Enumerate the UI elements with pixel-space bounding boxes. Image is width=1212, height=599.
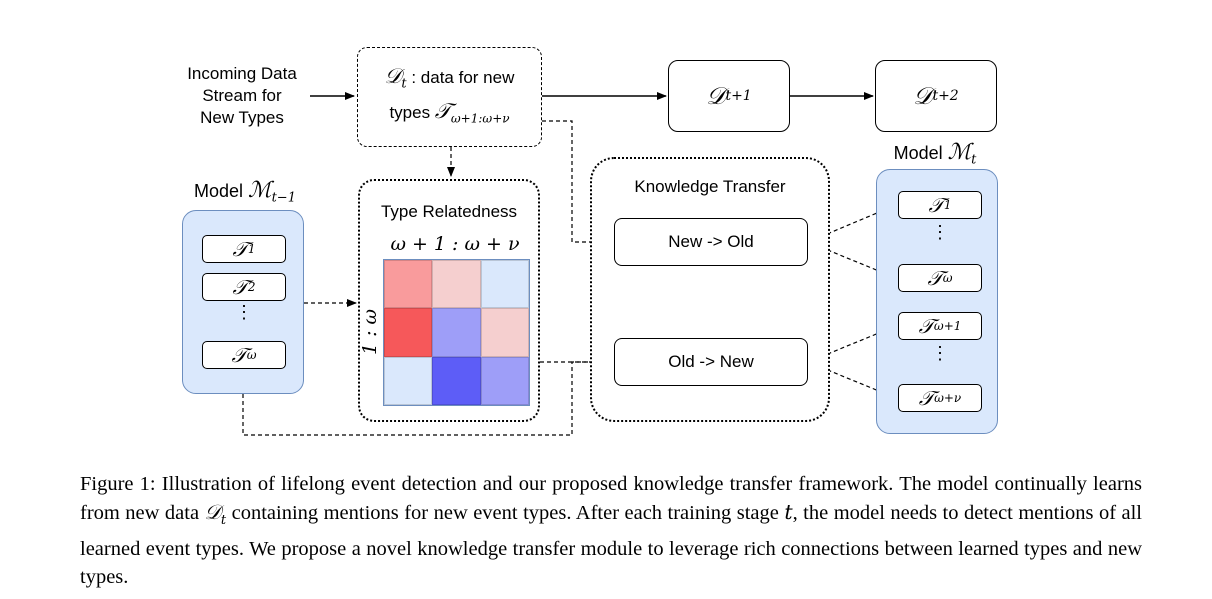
- incoming-data-label: Incoming Data Stream for New Types: [172, 63, 312, 129]
- incoming-line-3: New Types: [200, 108, 284, 127]
- matrix-cell: [384, 308, 433, 357]
- new-to-old-label: New -> Old: [668, 232, 754, 251]
- type-symbol: 𝒯: [232, 275, 248, 299]
- caption-part-3: , the model needs to detect mentions of …: [80, 502, 1142, 589]
- dt-types-symbol: 𝒯: [434, 98, 451, 123]
- incoming-line-1: Incoming Data: [187, 64, 297, 83]
- new-to-old-box: New -> Old: [614, 218, 808, 266]
- model-prev-sub: t−1: [271, 190, 296, 206]
- incoming-line-2: Stream for: [202, 86, 282, 105]
- model-prev-text: Model: [194, 181, 249, 201]
- caption-math-2: t: [784, 500, 793, 524]
- type-relatedness-title: Type Relatedness: [380, 202, 518, 221]
- matrix-cell: [480, 260, 529, 309]
- caption-part-2: containing mentions for new event types.…: [226, 502, 785, 524]
- dt1-symbol: 𝒟: [706, 82, 726, 110]
- matrix-cell: [480, 356, 529, 405]
- model-prev-symbol: ℳ: [248, 178, 272, 203]
- model-cur-label: Model ℳt: [870, 142, 1000, 172]
- type-sub: ω: [942, 271, 953, 285]
- matrix-cell: [384, 356, 433, 405]
- dt-symbol: 𝒟: [384, 64, 402, 89]
- dt1-sub: t+1: [725, 88, 752, 104]
- matrix-col-label: ω + 1 : ω + ν: [390, 233, 520, 255]
- matrix-cell: [432, 308, 481, 357]
- type-sub: ω: [246, 348, 257, 362]
- matrix-row-label: 1 : ω: [359, 308, 381, 356]
- type-sub: ω+ν: [934, 391, 962, 405]
- model-prev-dots: ⋮: [235, 302, 253, 322]
- knowledge-transfer-title: Knowledge Transfer: [634, 177, 786, 196]
- type-symbol: 𝒯: [928, 193, 944, 217]
- model-cur-dots-1: ⋮: [931, 222, 949, 242]
- dt-text-1: : data for new: [406, 68, 515, 88]
- dt2-sub: t+2: [932, 88, 959, 104]
- matrix-cell: [432, 356, 481, 405]
- old-to-new-label: Old -> New: [668, 352, 754, 371]
- dt-sub: t: [401, 76, 407, 92]
- model-prev-label: Model ℳt−1: [180, 180, 310, 210]
- type-symbol: 𝒯: [927, 266, 943, 290]
- dt-text-2: types: [389, 102, 435, 122]
- model-cur-text: Model: [893, 143, 948, 163]
- caption-math-1: 𝒟: [204, 500, 221, 524]
- old-to-new-box: Old -> New: [614, 338, 808, 386]
- type-symbol: 𝒯: [918, 314, 934, 338]
- model-cur-sub: t: [971, 152, 977, 168]
- type-symbol: 𝒯: [232, 237, 248, 261]
- matrix-cell: [480, 308, 529, 357]
- dt-types-sub: ω+1:ω+ν: [450, 110, 510, 125]
- dt-data-box: 𝒟t : data for new types 𝒯ω+1:ω+ν: [357, 47, 542, 147]
- figure-caption: Figure 1: Illustration of lifelong event…: [80, 470, 1142, 591]
- relatedness-matrix: [383, 259, 530, 406]
- caption-part-1: Figure 1: Illustration of lifelong event…: [80, 473, 1142, 524]
- dt2-symbol: 𝒟: [913, 82, 933, 110]
- model-cur-symbol: ℳ: [947, 140, 972, 165]
- matrix-cell: [432, 260, 481, 309]
- type-sub: 1: [943, 198, 952, 212]
- type-sub: 1: [247, 242, 256, 256]
- caption-sub-1: t: [220, 513, 227, 529]
- type-sub: 2: [247, 280, 256, 294]
- type-symbol: 𝒯: [231, 343, 247, 367]
- model-cur-dots-2: ⋮: [931, 343, 949, 363]
- matrix-cell: [384, 260, 433, 309]
- type-symbol: 𝒯: [918, 386, 935, 410]
- type-sub: ω+1: [933, 319, 962, 333]
